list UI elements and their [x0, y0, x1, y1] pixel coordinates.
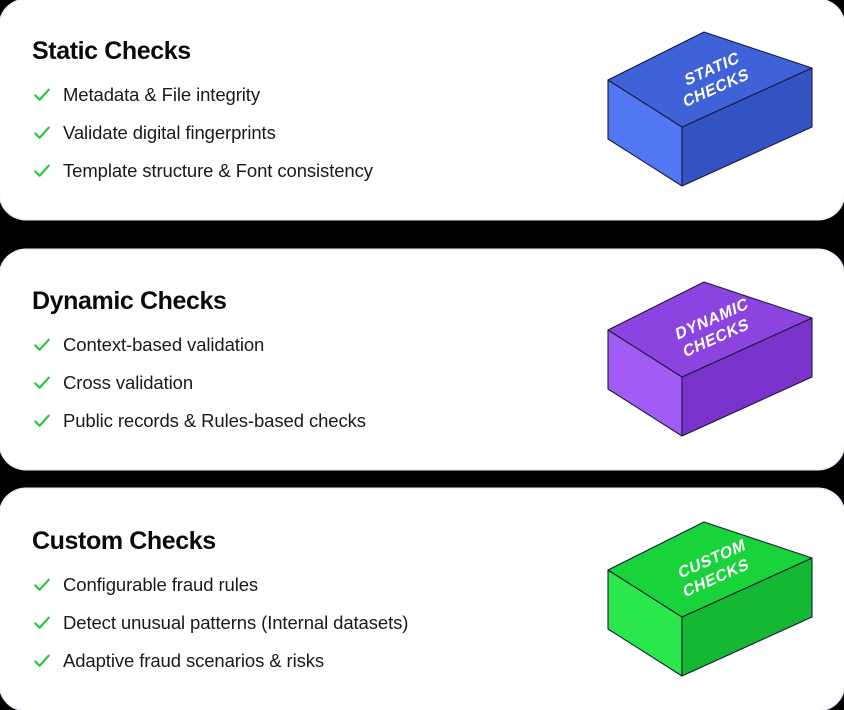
check-icon — [32, 161, 52, 181]
list-item: Context-based validation — [32, 334, 600, 356]
cube-face-top — [607, 520, 813, 618]
page-title: Custom Checks — [32, 527, 216, 555]
cube-face-top — [607, 30, 813, 128]
check-item-label: Template structure & Font consistency — [63, 160, 373, 181]
isometric-cube-static: STATIC CHECKS — [607, 30, 813, 188]
check-icon — [32, 335, 52, 355]
check-list: Context-based validation Cross validatio… — [32, 334, 600, 432]
list-item: Validate digital fingerprints — [32, 122, 600, 144]
check-icon — [32, 651, 52, 671]
check-item-label: Public records & Rules-based checks — [63, 410, 366, 431]
list-item: Detect unusual patterns (Internal datase… — [32, 612, 600, 634]
check-item-label: Metadata & File integrity — [63, 84, 260, 105]
list-item: Adaptive fraud scenarios & risks — [32, 650, 600, 672]
list-item: Configurable fraud rules — [32, 574, 600, 596]
check-item-label: Context-based validation — [63, 334, 265, 355]
check-list: Metadata & File integrity Validate digit… — [32, 84, 600, 182]
list-item: Template structure & Font consistency — [32, 160, 600, 182]
page-title: Static Checks — [32, 37, 191, 65]
card-dynamic-checks: Dynamic Checks Context-based validation … — [0, 250, 844, 469]
card-text-block: Static Checks Metadata & File integrity … — [0, 37, 600, 182]
check-item-label: Detect unusual patterns (Internal datase… — [63, 612, 409, 633]
check-icon — [32, 85, 52, 105]
cube-face-top — [607, 280, 813, 378]
check-item-label: Adaptive fraud scenarios & risks — [63, 650, 325, 671]
list-item: Metadata & File integrity — [32, 84, 600, 106]
page-title: Dynamic Checks — [32, 287, 227, 315]
check-item-label: Configurable fraud rules — [63, 574, 259, 595]
card-static-checks: Static Checks Metadata & File integrity … — [0, 0, 844, 219]
list-item: Public records & Rules-based checks — [32, 410, 600, 432]
list-item: Cross validation — [32, 372, 600, 394]
isometric-cube-custom: CUSTOM CHECKS — [607, 520, 813, 678]
check-icon — [32, 373, 52, 393]
isometric-cube-dynamic: DYNAMIC CHECKS — [607, 280, 813, 438]
check-icon — [32, 123, 52, 143]
check-icon — [32, 575, 52, 595]
card-custom-checks: Custom Checks Configurable fraud rules D… — [0, 489, 844, 710]
check-item-label: Validate digital fingerprints — [63, 122, 276, 143]
check-icon — [32, 613, 52, 633]
check-icon — [32, 411, 52, 431]
check-item-label: Cross validation — [63, 372, 194, 393]
card-text-block: Custom Checks Configurable fraud rules D… — [0, 527, 600, 672]
check-list: Configurable fraud rules Detect unusual … — [32, 574, 600, 672]
card-text-block: Dynamic Checks Context-based validation … — [0, 287, 600, 432]
